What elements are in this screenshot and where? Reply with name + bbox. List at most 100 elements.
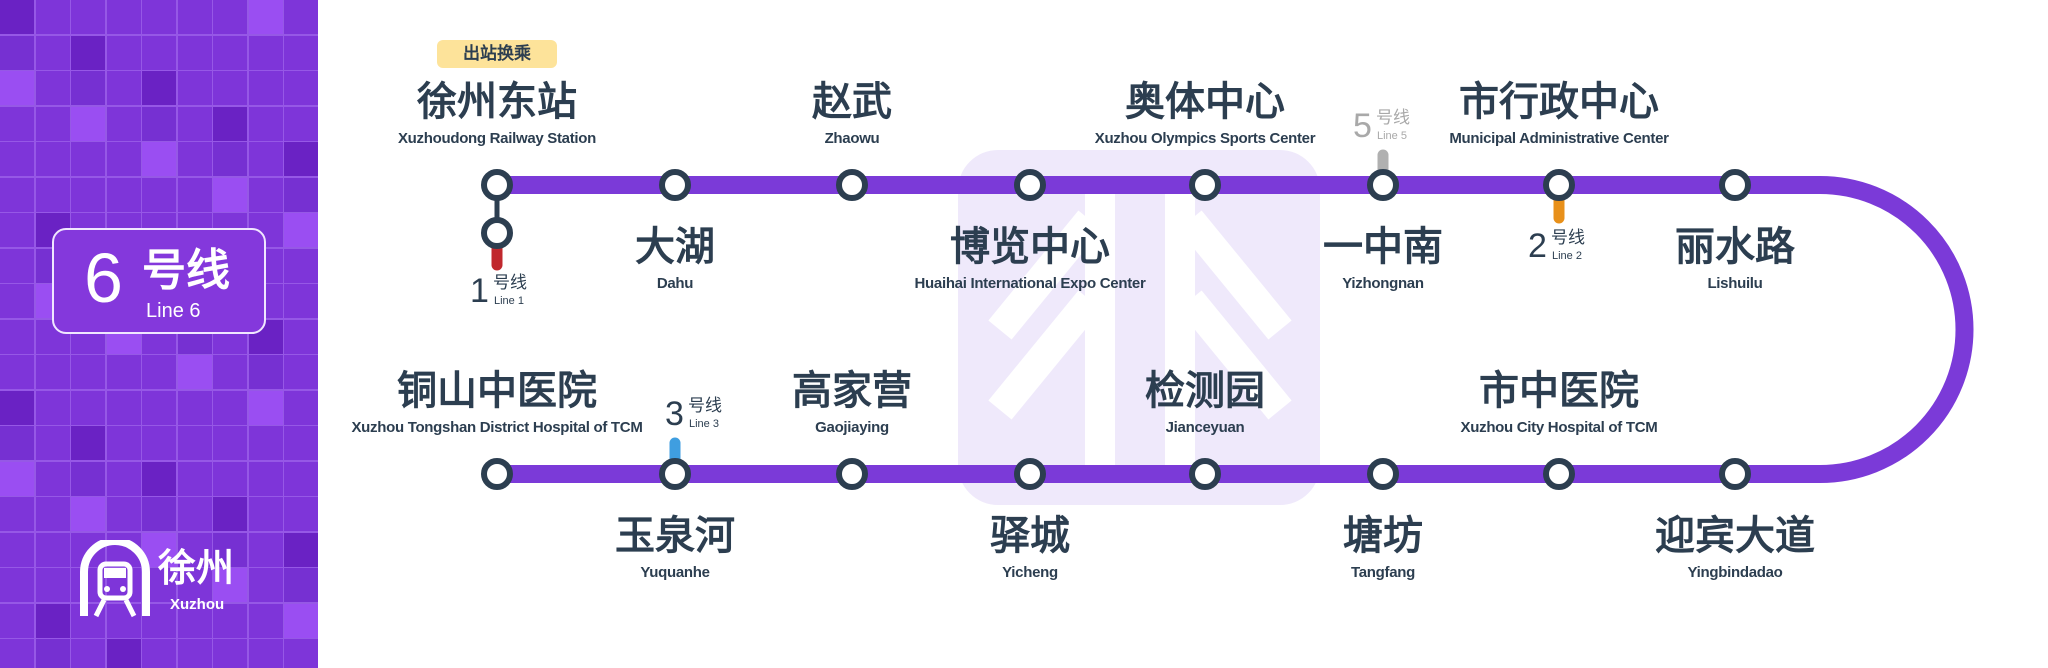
tile	[176, 70, 213, 106]
tile	[141, 496, 177, 532]
city-name-cn: 徐州	[158, 546, 235, 590]
station-name-en: Zhaowu	[824, 130, 880, 147]
tile	[0, 602, 35, 639]
tile	[283, 247, 318, 284]
tile	[105, 176, 142, 213]
tile	[34, 460, 71, 497]
tile	[0, 496, 35, 532]
tile	[34, 70, 71, 106]
tile	[176, 141, 213, 177]
station-name-en: Yizhongnan	[1342, 275, 1424, 292]
station-marker[interactable]	[481, 169, 513, 201]
tile	[176, 354, 213, 390]
station-name-en: Tangfang	[1351, 564, 1415, 581]
tile	[283, 496, 318, 532]
station-name-cn: 驿城	[990, 512, 1070, 559]
tile	[70, 141, 106, 177]
station-name-en: Lishuilu	[1707, 275, 1763, 292]
station-marker[interactable]	[1367, 169, 1399, 201]
station-name-cn: 玉泉河	[615, 512, 735, 559]
station-marker[interactable]	[1543, 458, 1575, 490]
station-name-cn: 塘坊	[1343, 512, 1423, 559]
tile	[141, 70, 177, 106]
tile	[141, 34, 177, 71]
tile	[283, 105, 318, 142]
tile	[283, 34, 318, 71]
line-label-cn: 号线	[142, 245, 230, 296]
tile	[247, 567, 284, 603]
tile	[105, 425, 142, 461]
transfer-num: 3	[665, 395, 684, 433]
station-name-cn: 大湖	[635, 223, 715, 270]
tile	[141, 425, 177, 461]
tile	[283, 212, 318, 248]
tile	[212, 105, 248, 142]
tile	[212, 34, 248, 71]
tile	[283, 283, 318, 319]
tile	[70, 389, 106, 426]
tile	[141, 354, 177, 390]
tile	[247, 531, 284, 568]
tile	[34, 638, 71, 668]
station-name-en: Yingbindadao	[1687, 564, 1783, 581]
tile	[176, 567, 213, 603]
tile	[212, 176, 248, 213]
station-name-cn: 高家营	[792, 367, 912, 414]
station-marker[interactable]	[481, 458, 513, 490]
tile	[0, 176, 35, 213]
station-marker[interactable]	[1543, 169, 1575, 201]
tile	[283, 531, 318, 568]
station-marker[interactable]	[659, 458, 691, 490]
tile	[34, 105, 71, 142]
tile	[283, 638, 318, 668]
transfer-cn: 号线	[1551, 228, 1585, 248]
tile	[176, 496, 213, 532]
station-name-en: Jianceyuan	[1165, 419, 1245, 436]
station-marker[interactable]	[1367, 458, 1399, 490]
tile	[0, 318, 35, 355]
station-marker[interactable]	[1719, 169, 1751, 201]
station-name-cn: 奥体中心	[1125, 78, 1285, 125]
tile	[70, 496, 106, 532]
station-marker[interactable]	[836, 169, 868, 201]
tile	[212, 70, 248, 106]
station-name-cn: 一中南	[1323, 223, 1443, 270]
tile	[212, 531, 248, 568]
transfer-en: Line 2	[1552, 250, 1582, 262]
transfer-num: 5	[1353, 107, 1372, 145]
station-marker[interactable]	[836, 458, 868, 490]
tile	[283, 70, 318, 106]
station-marker[interactable]	[1014, 169, 1046, 201]
tile	[105, 354, 142, 390]
station-name-en: Yicheng	[1002, 564, 1058, 581]
station-name-cn: 市行政中心	[1459, 78, 1659, 125]
tile	[283, 425, 318, 461]
station-marker[interactable]	[1719, 458, 1751, 490]
tile	[0, 460, 35, 497]
station-name-cn: 铜山中医院	[397, 367, 597, 414]
transfer-cn: 号线	[688, 396, 722, 416]
tile	[212, 389, 248, 426]
tile	[283, 567, 318, 603]
station-marker[interactable]	[1014, 458, 1046, 490]
tile	[141, 176, 177, 213]
tile	[141, 105, 177, 142]
station-name-cn: 博览中心	[950, 223, 1110, 270]
tile	[212, 354, 248, 390]
watermark-logo	[958, 150, 1320, 505]
tile	[0, 70, 35, 106]
tile	[141, 141, 177, 177]
stations	[481, 169, 1751, 490]
tile	[176, 638, 213, 668]
station-name-en: Municipal Administrative Center	[1449, 130, 1669, 147]
tile	[212, 425, 248, 461]
station-marker[interactable]	[659, 169, 691, 201]
station-marker[interactable]	[481, 217, 513, 249]
tile	[34, 0, 71, 35]
station-marker[interactable]	[1189, 458, 1221, 490]
station-marker[interactable]	[1189, 169, 1221, 201]
